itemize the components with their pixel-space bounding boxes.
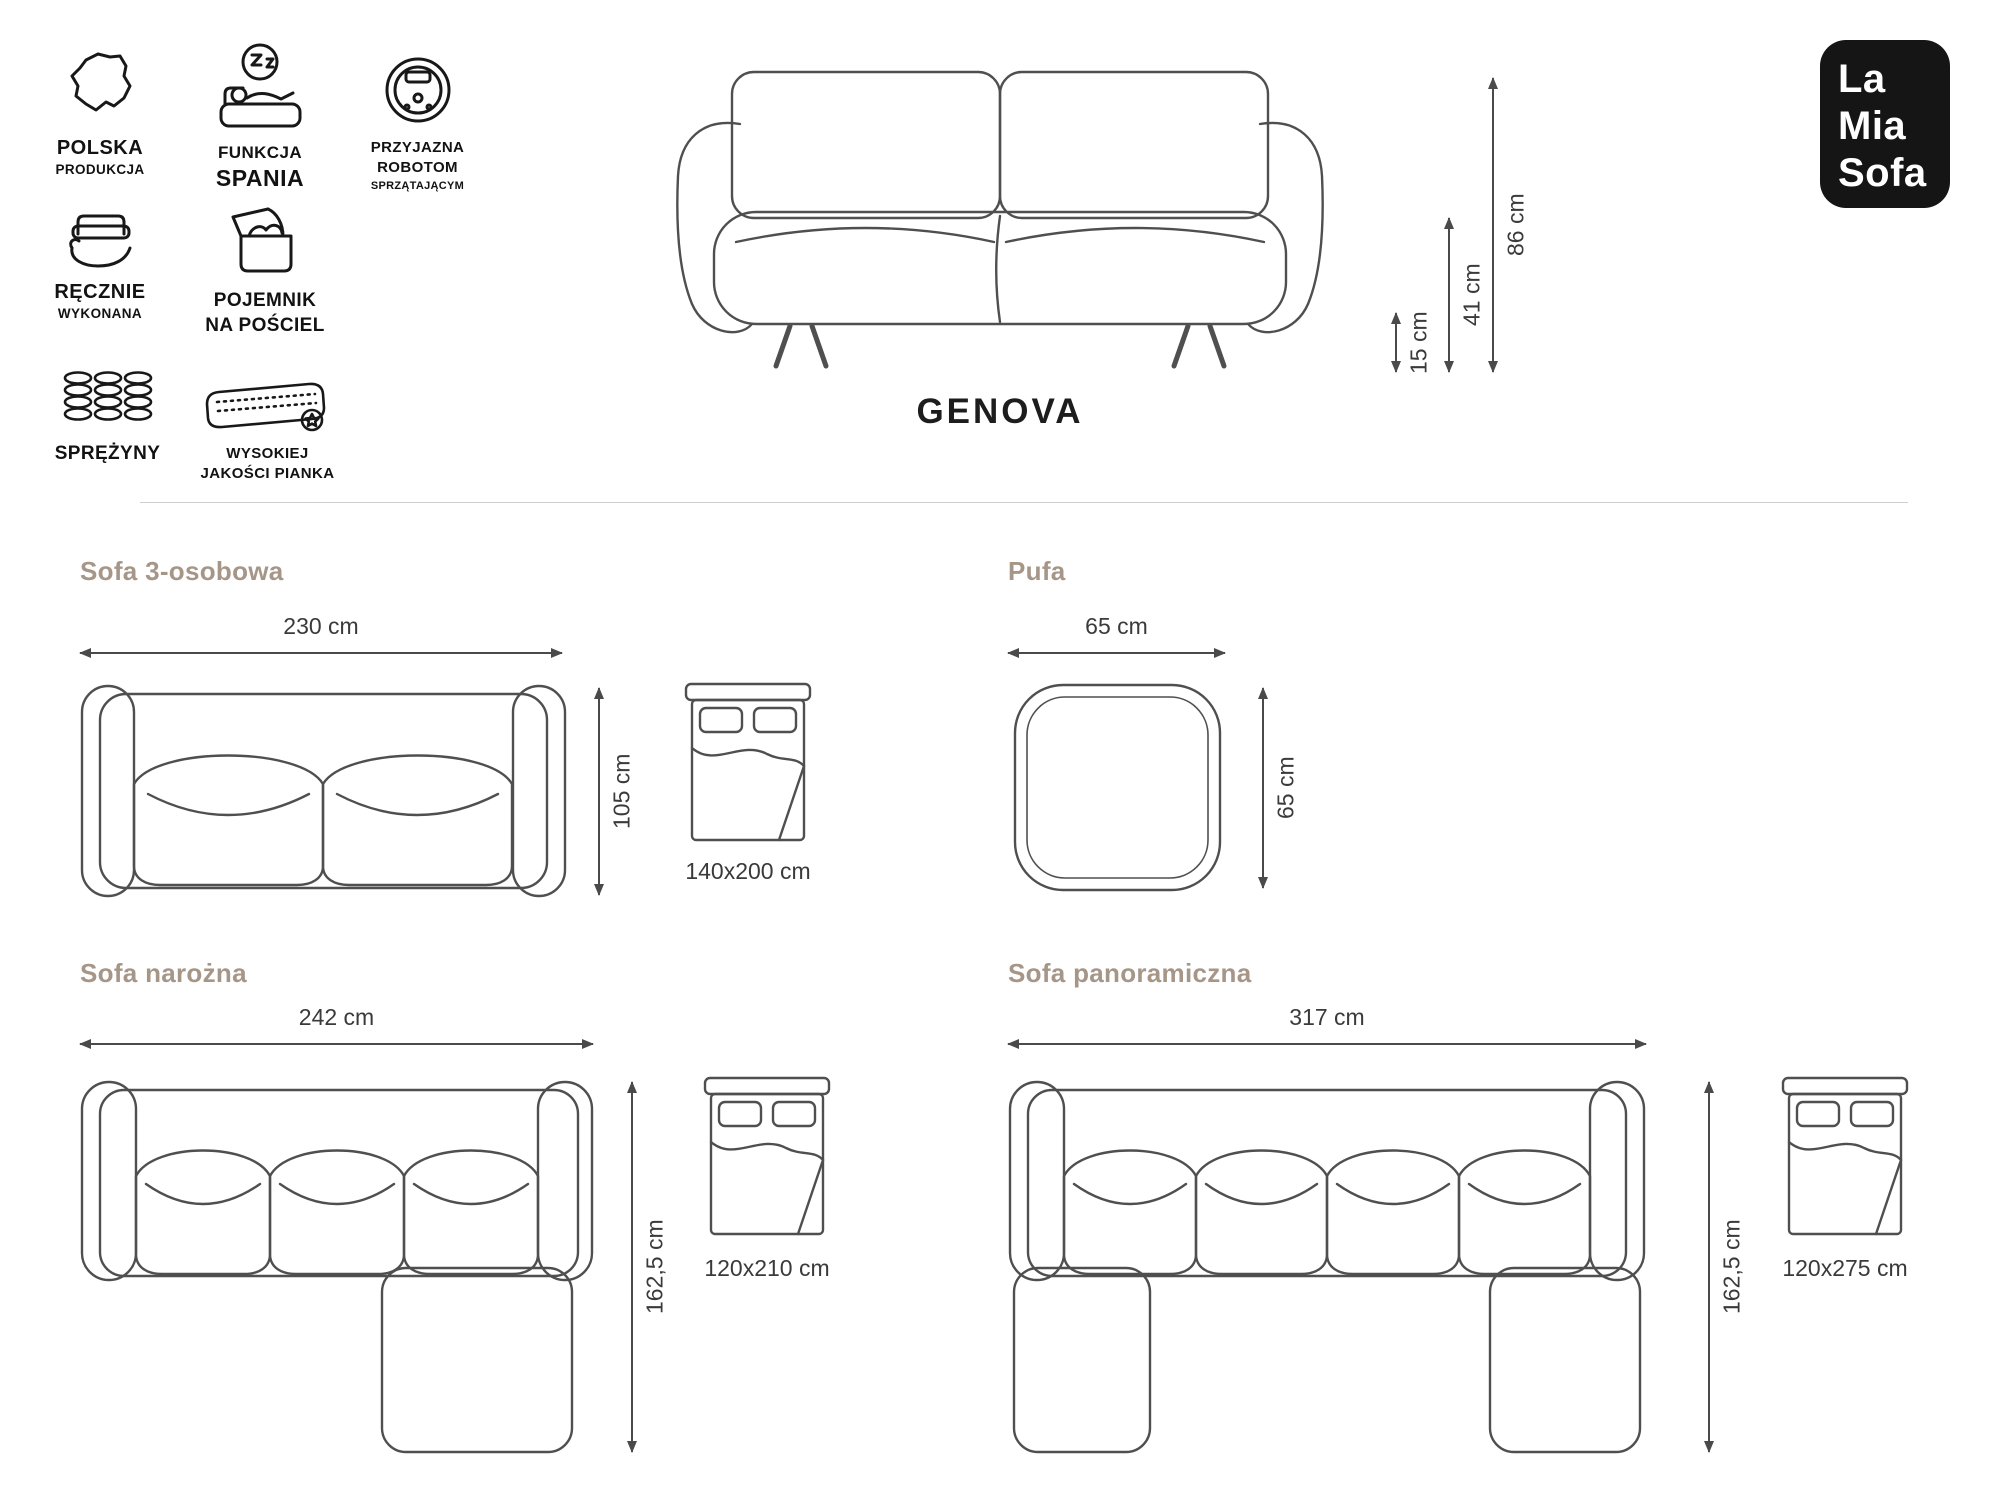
dim-arrow-narozna-depth: [627, 1081, 637, 1453]
bed-size-label-panoramiczna: 120x275 cm: [1782, 1255, 1908, 1281]
dim-label-pufa-depth: 65 cm: [1272, 756, 1299, 820]
dim-arrow-pufa-depth: [1258, 687, 1268, 889]
feature-label: SPRĘŻYNY: [54, 443, 161, 464]
robot-vacuum-icon: [385, 57, 450, 123]
dim-label-seat-height: 41 cm: [1458, 263, 1485, 327]
dim-arrow-sofa3-depth: [594, 687, 604, 896]
dim-arrow-sofa3-width: [79, 648, 563, 658]
bed-size-label-sofa3: 140x200 cm: [685, 858, 811, 884]
feature-label: ROBOTOM: [377, 159, 458, 177]
variant-heading-sofa3: Sofa 3-osobowa: [80, 556, 284, 586]
handmade-icon: [68, 214, 131, 268]
feature-wysokiej-jakosci-pianka: WYSOKIEJ JAKOŚCI PIANKA: [190, 378, 345, 485]
dim-label-clearance: 15 cm: [1405, 311, 1432, 375]
feature-label: PRZYJAZNA: [370, 139, 465, 156]
feature-label: SPANIA: [215, 165, 305, 192]
bed-size-icon: [684, 682, 812, 842]
feature-label: SPRZĄTAJĄCYM: [370, 179, 465, 192]
dim-arrow-narozna-width: [79, 1039, 594, 1049]
divider: [140, 502, 1908, 503]
logo: La Mia Sofa: [1820, 40, 1950, 208]
feature-sprezyny: SPRĘŻYNY: [40, 368, 175, 467]
dim-label-narozna-width: 242 cm: [298, 1004, 375, 1030]
dim-label-sofa3-depth: 105 cm: [608, 753, 635, 829]
feature-pojemnik-na-posciel: POJEMNIK NA POŚCIEL: [195, 196, 335, 338]
dim-arrow-panoramiczna-width: [1007, 1039, 1647, 1049]
feature-recznie-wykonana: RĘCZNIE WYKONANA: [35, 200, 165, 323]
feature-funkcja-spania: FUNKCJA SPANIA: [190, 42, 330, 193]
dim-label-panoramiczna-depth: 162,5 cm: [1718, 1219, 1745, 1315]
bedding-storage-icon: [231, 207, 292, 273]
dim-label-panoramiczna-width: 317 cm: [1289, 1004, 1365, 1030]
hero-sofa-drawing: [676, 70, 1324, 369]
foam-quality-icon: [205, 382, 325, 432]
dim-label-narozna-depth: 162,5 cm: [641, 1219, 668, 1315]
feature-label: WYKONANA: [57, 306, 143, 321]
sleep-function-icon: [219, 43, 301, 128]
feature-label: NA POŚCIEL: [205, 314, 325, 336]
variant-heading-narozna: Sofa narożna: [80, 958, 247, 988]
product-title: GENOVA: [916, 392, 1084, 431]
variant-heading-pufa: Pufa: [1008, 556, 1066, 586]
dim-arrow-pufa-width: [1007, 648, 1226, 658]
logo-line: La: [1838, 57, 1886, 101]
feature-polska-produkcja: POLSKA PRODUKCJA: [35, 48, 165, 179]
bed-size-icon: [1781, 1076, 1909, 1236]
logo-line: Mia: [1838, 104, 1907, 149]
feature-label: WYSOKIEJ: [226, 445, 309, 462]
feature-label: RĘCZNIE: [54, 281, 146, 303]
feature-label: POJEMNIK: [213, 290, 317, 311]
narozna-topview-drawing: [80, 1080, 594, 1454]
poland-map-icon: [70, 52, 132, 112]
dim-arrow-total-height: [1488, 77, 1498, 373]
feature-przyjazna-robotom: PRZYJAZNA ROBOTOM SPRZĄTAJĄCYM: [345, 50, 490, 194]
feature-label: POLSKA: [56, 137, 144, 159]
feature-label: JAKOŚCI PIANKA: [200, 465, 335, 483]
dim-arrow-clearance: [1391, 312, 1401, 373]
feature-label: FUNKCJA: [217, 143, 303, 162]
pufa-topview-drawing: [1013, 683, 1222, 892]
dim-label-pufa-width: 65 cm: [1085, 613, 1148, 639]
dim-arrow-seat-height: [1444, 217, 1454, 373]
springs-icon: [63, 371, 152, 421]
dim-label-total-height: 86 cm: [1502, 193, 1529, 257]
bed-size-icon: [703, 1076, 831, 1236]
dim-arrow-panoramiczna-depth: [1704, 1081, 1714, 1453]
dim-label-sofa3-width: 230 cm: [283, 613, 359, 639]
bed-size-label-narozna: 120x210 cm: [704, 1255, 830, 1281]
logo-line: Sofa: [1838, 151, 1927, 196]
sofa3-topview-drawing: [80, 684, 567, 898]
feature-label: PRODUKCJA: [55, 162, 145, 177]
panoramiczna-topview-drawing: [1008, 1080, 1646, 1454]
variant-heading-panoramiczna: Sofa panoramiczna: [1008, 958, 1252, 988]
